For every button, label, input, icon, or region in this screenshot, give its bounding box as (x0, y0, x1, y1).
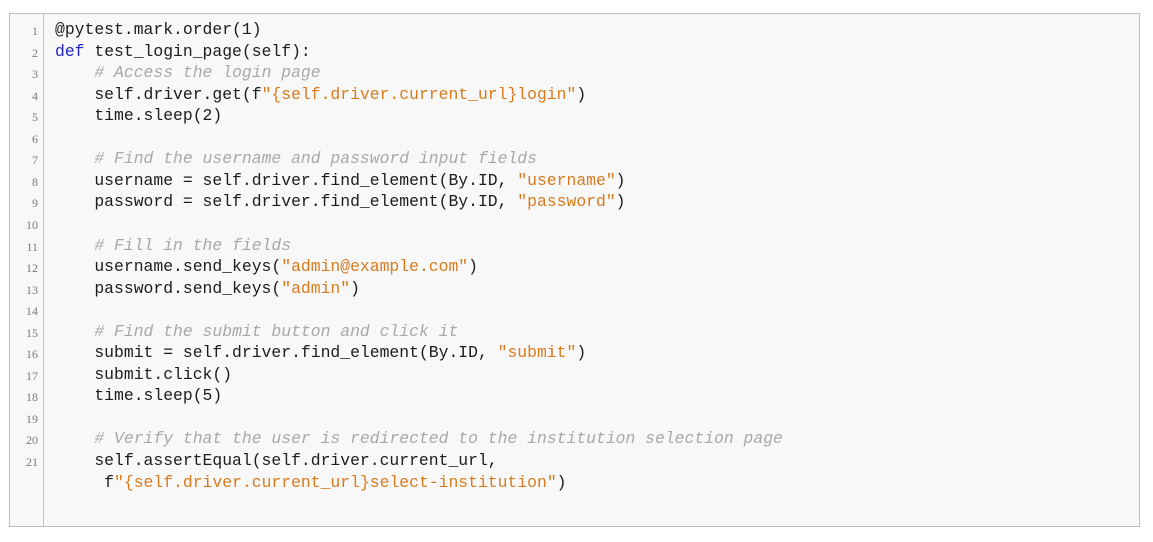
comment-token: # Fill in the fields (94, 235, 292, 255)
string-token: "admin" (281, 278, 351, 298)
line-number: 17 (26, 368, 38, 383)
line-number: 5 (32, 110, 38, 125)
code-token: submit = self.driver.find_element(By.ID, (55, 343, 498, 363)
line-number: 10 (26, 217, 38, 232)
line-number: 1 (32, 24, 38, 38)
line-number: 6 (32, 131, 38, 146)
code-line: submit = self.driver.find_element(By.ID,… (55, 342, 586, 364)
code-token: submit.click() (55, 364, 233, 384)
code-token (55, 429, 94, 448)
line-number: 13 (26, 282, 38, 297)
line-number: 11 (26, 239, 38, 254)
line-number: 16 (26, 347, 38, 362)
line-number: 3 (32, 67, 38, 82)
code-token (55, 63, 94, 82)
line-number: 20 (26, 433, 38, 448)
code-token: username = self.driver.find_element(By.I… (55, 170, 518, 190)
code-line: self.assertEqual(self.driver.current_url… (55, 450, 498, 472)
code-token: ) (576, 343, 587, 363)
code-line: # Verify that the user is redirected to … (55, 428, 783, 450)
code-line: def test_login_page(self): (55, 41, 311, 63)
code-token: ) (350, 278, 360, 298)
code-token: ) (468, 257, 478, 277)
code-line: password.send_keys("admin") (55, 278, 360, 300)
string-token: "{self.driver.current_url}login" (261, 84, 577, 104)
comment-token: # Find the submit button and click it (94, 321, 459, 341)
code-line: self.driver.get(f"{self.driver.current_u… (55, 84, 586, 106)
code-token: time.sleep(2) (55, 106, 223, 126)
comment-token: # Access the login page (94, 63, 321, 83)
code-token: password.send_keys( (55, 278, 282, 298)
line-number: 19 (26, 411, 38, 426)
line-number: 7 (32, 153, 38, 168)
code-token: self.assertEqual(self.driver.current_url… (55, 451, 498, 470)
code-line: username.send_keys("admin@example.com") (55, 256, 478, 278)
code-line: # Find the submit button and click it (55, 321, 458, 343)
code-token: @pytest.mark.order(1) (55, 20, 262, 39)
code-line: submit.click() (55, 364, 232, 386)
code-line: password = self.driver.find_element(By.I… (55, 191, 626, 213)
line-number: 21 (26, 455, 38, 469)
line-number: 9 (32, 196, 38, 211)
code-token: ) (615, 170, 626, 190)
code-line: f"{self.driver.current_url}select-instit… (55, 472, 567, 494)
code-line: # Access the login page (55, 62, 321, 84)
code-token: username.send_keys( (55, 257, 282, 277)
keyword-token: def (55, 41, 85, 61)
code-token: f (55, 472, 115, 492)
code-token: password = self.driver.find_element(By.I… (55, 192, 518, 212)
line-number: 4 (32, 88, 38, 103)
comment-token: # Verify that the user is redirected to … (94, 429, 783, 449)
line-number: 2 (32, 45, 38, 60)
string-token: "submit" (497, 343, 577, 363)
line-number: 14 (26, 304, 38, 319)
code-token: test_login_page(self): (84, 41, 311, 61)
code-token: self.driver.get(f (55, 84, 262, 104)
code-line: time.sleep(5) (55, 385, 222, 407)
line-number: 8 (32, 174, 38, 189)
line-number: 15 (26, 325, 38, 340)
string-token: "username" (517, 170, 616, 190)
code-token (55, 236, 94, 255)
comment-token: # Find the username and password input f… (94, 149, 537, 169)
code-token: ) (576, 84, 587, 104)
code-token: ) (615, 192, 626, 212)
code-line: username = self.driver.find_element(By.I… (55, 170, 626, 192)
string-token: "{self.driver.current_url}select-institu… (114, 472, 557, 492)
code-line: # Fill in the fields (55, 235, 291, 257)
string-token: "admin@example.com" (281, 257, 469, 277)
code-token: time.sleep(5) (55, 386, 223, 406)
string-token: "password" (517, 192, 616, 212)
code-token (55, 322, 94, 341)
code-line: time.sleep(2) (55, 105, 222, 127)
code-token (55, 149, 94, 168)
code-line: @pytest.mark.order(1) (55, 19, 262, 41)
line-number: 12 (26, 261, 38, 276)
line-number: 18 (26, 390, 38, 405)
code-line: # Find the username and password input f… (55, 148, 537, 170)
code-token: ) (556, 472, 567, 492)
